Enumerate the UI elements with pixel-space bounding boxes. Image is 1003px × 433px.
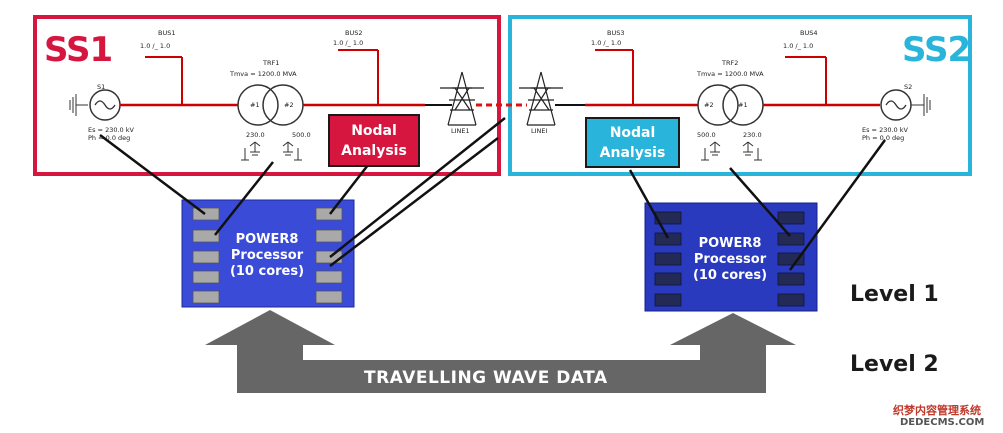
bus1-values: 1.0 /_ 1.0 [140,42,171,50]
source-s1-ph: Ph = 0.0 deg [88,134,131,142]
bus2-values: 1.0 /_ 1.0 [333,39,364,47]
processor-left-line1: POWER8 [235,232,299,247]
trf2-rating: Tmva = 1200.0 MVA [697,70,764,78]
level-2-label: Level 2 [850,352,939,377]
processor-right-line2: Processor [693,252,767,267]
bus2-name: BUS2 [345,29,363,37]
bus4-values: 1.0 /_ 1.0 [783,42,814,50]
travelling-wave-arrow [205,310,796,393]
trf2-w2: #1 [738,101,748,109]
processor-left-pins [192,207,343,304]
travelling-wave-label: TRAVELLING WAVE DATA [364,368,608,388]
processor-left-line3: (10 cores) [229,264,305,279]
nodal-analysis-left: Nodal Analysis [328,114,420,167]
trf2-v1: 500.0 [697,131,716,139]
source-s1-es: Es = 230.0 kV [88,126,134,134]
ss2-circuit [555,49,931,161]
trf2-w1: #2 [704,101,714,109]
processor-left-line2: Processor [230,248,304,263]
nodal-analysis-right: Nodal Analysis [585,117,680,168]
tower-line1-icon [440,71,484,126]
source-s2-ph: Ph = 0.0 deg [862,134,905,142]
watermark-line2: DEDECMS.COM [900,417,985,428]
trf1-v1: 230.0 [246,131,265,139]
ss2-box [508,15,972,176]
trf2-v2: 230.0 [743,131,762,139]
trf1-name: TRF1 [263,59,280,67]
nodal-left-line2: Analysis [341,142,407,159]
trf1-v2: 500.0 [292,131,311,139]
trf1-w1: #1 [250,101,260,109]
line1-label: LINE1 [451,127,470,135]
processor-left-label: POWER8 Processor (10 cores) [222,232,312,280]
watermark-line1: 织梦内容管理系统 [893,404,981,417]
transformer-trf2-icon [697,84,739,126]
ss1-label: SS1 [44,30,113,70]
level-1-label: Level 1 [850,282,939,307]
source-s1-name: S1 [97,83,106,91]
ss1-circuit [69,49,452,161]
trf1-w2: #2 [284,101,294,109]
line2-label: LINEI [531,127,548,135]
nodal-right-line1: Nodal [609,124,656,141]
trf1-rating: Tmva = 1200.0 MVA [230,70,297,78]
ss2-label: SS2 [902,30,971,70]
nodal-right-line2: Analysis [599,144,666,161]
connection-lines [99,117,887,271]
tower-line2-icon [519,71,563,126]
processor-right-label: POWER8 Processor (10 cores) [684,236,776,284]
processor-right-line3: (10 cores) [692,268,768,283]
bus3-name: BUS3 [607,29,625,37]
source-s2-name: S2 [904,83,913,91]
transformer-trf1-icon [237,84,279,126]
nodal-left-line1: Nodal [351,122,397,139]
bus3-values: 1.0 /_ 1.0 [591,39,622,47]
bus4-name: BUS4 [800,29,818,37]
processor-right-pins [654,211,805,307]
processor-right-line1: POWER8 [698,236,762,251]
bus1-name: BUS1 [158,29,176,37]
source-s2-es: Es = 230.0 kV [862,126,908,134]
trf2-name: TRF2 [722,59,739,67]
ss1-box [33,15,501,176]
